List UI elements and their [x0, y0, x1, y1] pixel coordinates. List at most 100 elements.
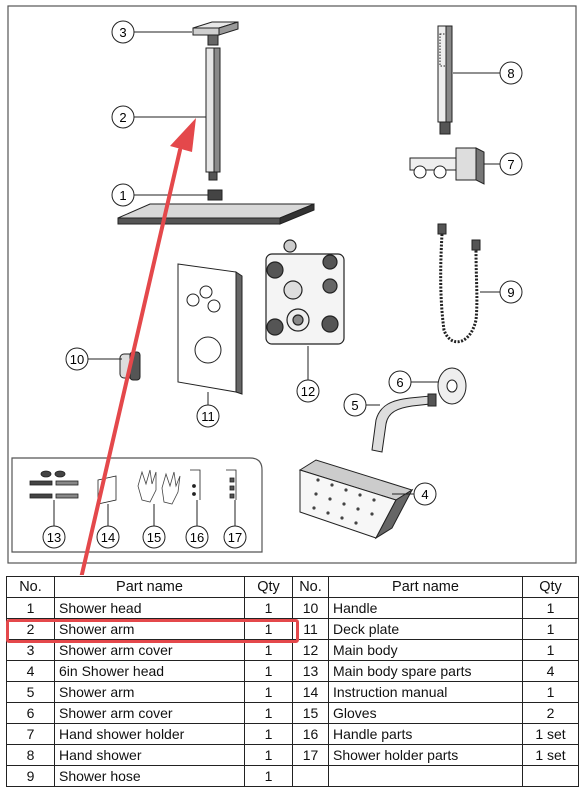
- callout-16: 16: [186, 526, 208, 548]
- callout-17: 17: [224, 526, 246, 548]
- left-no: 2: [7, 619, 55, 640]
- right-qty: 4: [523, 661, 579, 682]
- right-no: 11: [293, 619, 329, 640]
- left-part-name: Hand shower: [55, 745, 245, 766]
- left-no: 1: [7, 598, 55, 619]
- svg-text:7: 7: [507, 157, 514, 172]
- part-2-shower-arm: [206, 48, 220, 180]
- left-part-name: Shower head: [55, 598, 245, 619]
- right-no: 13: [293, 661, 329, 682]
- right-qty: 1 set: [523, 745, 579, 766]
- callout-2: 2: [112, 106, 134, 128]
- right-no: 12: [293, 640, 329, 661]
- right-part-name: Instruction manual: [329, 682, 523, 703]
- left-part-name: 6in Shower head: [55, 661, 245, 682]
- part-6-shower-arm-cover: [438, 368, 466, 404]
- header-no-2: No.: [293, 577, 329, 598]
- header-qty-2: Qty: [523, 577, 579, 598]
- callout-8: 8: [500, 62, 522, 84]
- callout-9: 9: [500, 281, 522, 303]
- svg-text:11: 11: [201, 409, 215, 424]
- left-part-name: Shower arm: [55, 619, 245, 640]
- right-part-name: Handle parts: [329, 724, 523, 745]
- callout-3: 3: [112, 21, 134, 43]
- left-qty: 1: [245, 724, 293, 745]
- right-no: 17: [293, 745, 329, 766]
- table-row: 46in Shower head113Main body spare parts…: [7, 661, 579, 682]
- left-no: 5: [7, 682, 55, 703]
- right-qty: [523, 766, 579, 787]
- left-no: 8: [7, 745, 55, 766]
- table-row: 5Shower arm114Instruction manual1: [7, 682, 579, 703]
- left-qty: 1: [245, 766, 293, 787]
- left-no: 4: [7, 661, 55, 682]
- svg-text:1: 1: [119, 188, 126, 203]
- callout-13: 13: [43, 526, 65, 548]
- left-no: 6: [7, 703, 55, 724]
- svg-text:6: 6: [396, 375, 403, 390]
- left-qty: 1: [245, 745, 293, 766]
- right-part-name: Main body: [329, 640, 523, 661]
- svg-text:5: 5: [351, 398, 358, 413]
- callout-7: 7: [500, 153, 522, 175]
- left-no: 9: [7, 766, 55, 787]
- header-part-name-2: Part name: [329, 577, 523, 598]
- table-header-row: No. Part name Qty No. Part name Qty: [7, 577, 579, 598]
- left-part-name: Shower hose: [55, 766, 245, 787]
- header-qty: Qty: [245, 577, 293, 598]
- right-part-name: Shower holder parts: [329, 745, 523, 766]
- part-11-deck-plate: [178, 264, 242, 394]
- right-part-name: Deck plate: [329, 619, 523, 640]
- right-part-name: Handle: [329, 598, 523, 619]
- callout-12: 12: [297, 380, 319, 402]
- right-no: 15: [293, 703, 329, 724]
- right-no: 16: [293, 724, 329, 745]
- callout-14: 14: [97, 526, 119, 548]
- left-qty: 1: [245, 661, 293, 682]
- right-qty: 2: [523, 703, 579, 724]
- left-no: 7: [7, 724, 55, 745]
- left-qty: 1: [245, 703, 293, 724]
- callout-11: 11: [197, 405, 219, 427]
- svg-text:15: 15: [147, 530, 161, 545]
- svg-text:9: 9: [507, 285, 514, 300]
- left-qty: 1: [245, 640, 293, 661]
- callout-10: 10: [66, 348, 88, 370]
- right-part-name: Gloves: [329, 703, 523, 724]
- left-part-name: Shower arm cover: [55, 640, 245, 661]
- callout-15: 15: [143, 526, 165, 548]
- part-8-hand-shower: [438, 26, 452, 134]
- svg-text:14: 14: [101, 530, 115, 545]
- svg-text:12: 12: [301, 384, 315, 399]
- left-qty: 1: [245, 682, 293, 703]
- right-part-name: [329, 766, 523, 787]
- left-part-name: Shower arm cover: [55, 703, 245, 724]
- svg-text:4: 4: [421, 487, 428, 502]
- parts-table: No. Part name Qty No. Part name Qty 1Sho…: [6, 576, 579, 787]
- svg-text:13: 13: [47, 530, 61, 545]
- parts-diagram: 3 2 1 8 7 9 10 11 12 6 5 4 13 14 15 16 1…: [0, 0, 584, 575]
- right-part-name: Main body spare parts: [329, 661, 523, 682]
- svg-text:8: 8: [507, 66, 514, 81]
- right-qty: 1: [523, 682, 579, 703]
- right-qty: 1: [523, 640, 579, 661]
- callout-1: 1: [112, 184, 134, 206]
- svg-text:16: 16: [190, 530, 204, 545]
- right-no: 10: [293, 598, 329, 619]
- right-qty: 1: [523, 598, 579, 619]
- callout-5: 5: [344, 394, 366, 416]
- right-no: [293, 766, 329, 787]
- right-qty: 1 set: [523, 724, 579, 745]
- header-no: No.: [7, 577, 55, 598]
- left-no: 3: [7, 640, 55, 661]
- left-part-name: Shower arm: [55, 682, 245, 703]
- header-part-name: Part name: [55, 577, 245, 598]
- part-12-main-body: [266, 240, 344, 344]
